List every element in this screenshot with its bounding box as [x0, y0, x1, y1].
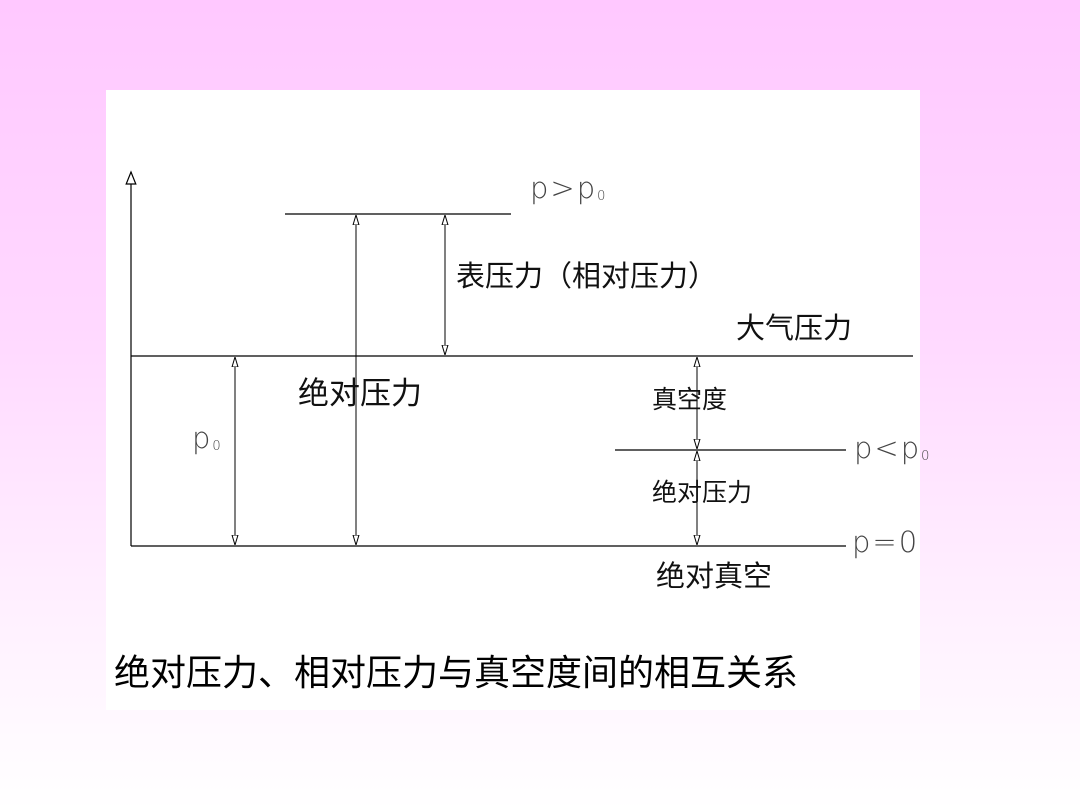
p0-symbol: p0 [192, 421, 221, 455]
vacuum-degree-label: 真空度 [652, 385, 728, 414]
p-equal-zero-symbol: p=0 [852, 525, 920, 559]
diagram-caption: 绝对压力、相对压力与真空度间的相互关系 [114, 653, 799, 694]
absolute-pressure-left-label: 绝对压力 [298, 376, 422, 412]
gauge-pressure-label: 表压力（相对压力） [456, 259, 718, 293]
p-less-symbol: p<p0 [854, 431, 930, 465]
p-greater-symbol: p>p0 [530, 171, 606, 205]
absolute-vacuum-label: 绝对真空 [656, 559, 773, 593]
pressure-relationship-diagram [125, 170, 913, 547]
diagram-panel: 表压力（相对压力） 大气压力 绝对压力 真空度 绝对压力 绝对真空 p>p0 p… [106, 90, 929, 710]
absolute-pressure-right-label: 绝对压力 [652, 478, 753, 507]
atmospheric-pressure-label: 大气压力 [736, 311, 853, 345]
